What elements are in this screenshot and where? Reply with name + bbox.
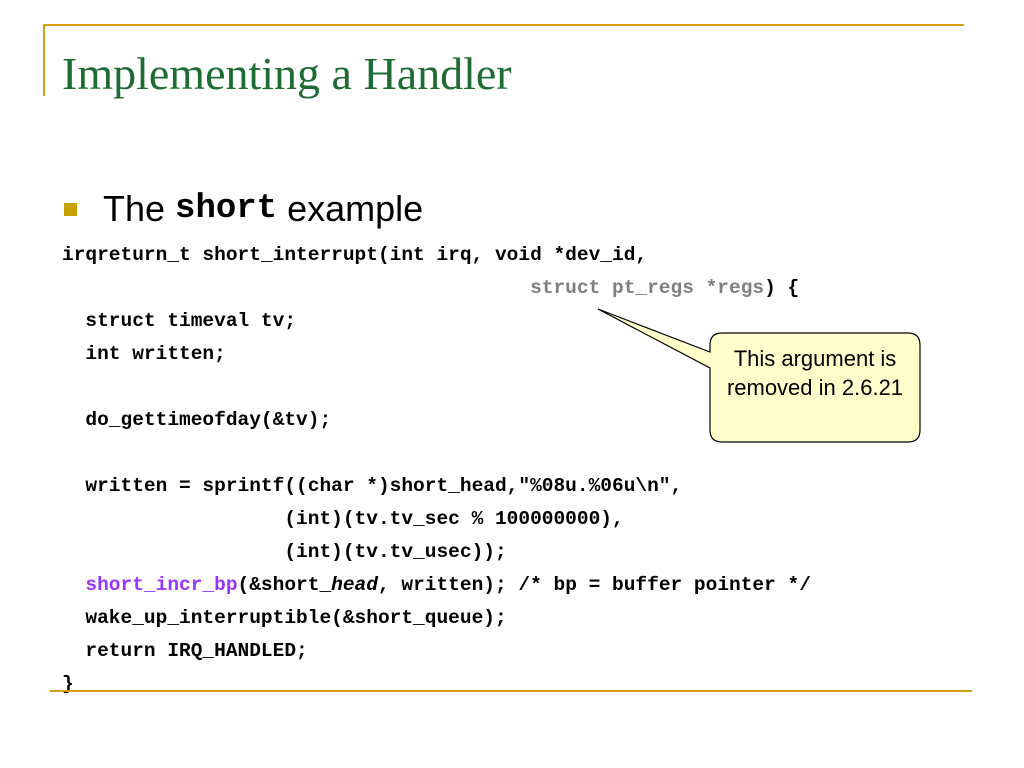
code-line [62,437,811,470]
bullet-code-word: short [175,190,278,228]
left-rule [43,24,45,96]
square-bullet-icon [64,202,77,216]
code-line [62,371,811,404]
slide-title: Implementing a Handler [62,48,512,99]
code-line: return IRQ_HANDLED; [62,640,308,662]
code-fragment: (&short_ [237,574,332,596]
bullet-prefix: The [103,188,166,229]
code-line: do_gettimeofday(&tv); [62,409,332,431]
code-block: irqreturn_t short_interrupt(int irq, voi… [62,239,811,701]
code-line: struct pt_regs *regs) { [62,272,811,305]
code-line: struct timeval tv; [62,310,297,332]
bullet-suffix: example [287,188,424,229]
code-line: short_incr_bp(&short_head, written); /* … [62,569,811,602]
bullet-item: The short example [64,186,423,232]
code-line: } [62,673,74,695]
deprecated-argument: struct pt_regs *regs [530,277,765,299]
code-line: (int)(tv.tv_sec % 100000000), [62,508,624,530]
code-italic-fragment: head [331,574,378,596]
code-fragment: , written); /* bp = buffer pointer */ [377,574,811,596]
top-rule [43,24,964,26]
code-line: wake_up_interruptible(&short_queue); [62,607,507,629]
highlighted-function: short_incr_bp [85,574,238,596]
callout-text: This argument is removed in 2.6.21 [726,346,904,400]
code-indent [62,574,85,596]
code-indent [62,277,530,299]
code-line: irqreturn_t short_interrupt(int irq, voi… [62,244,648,266]
code-fragment: ) { [764,277,800,299]
code-line: written = sprintf((char *)short_head,"%0… [62,475,683,497]
bottom-rule [50,690,972,692]
code-line: (int)(tv.tv_usec)); [62,541,507,563]
code-line: int written; [62,343,226,365]
